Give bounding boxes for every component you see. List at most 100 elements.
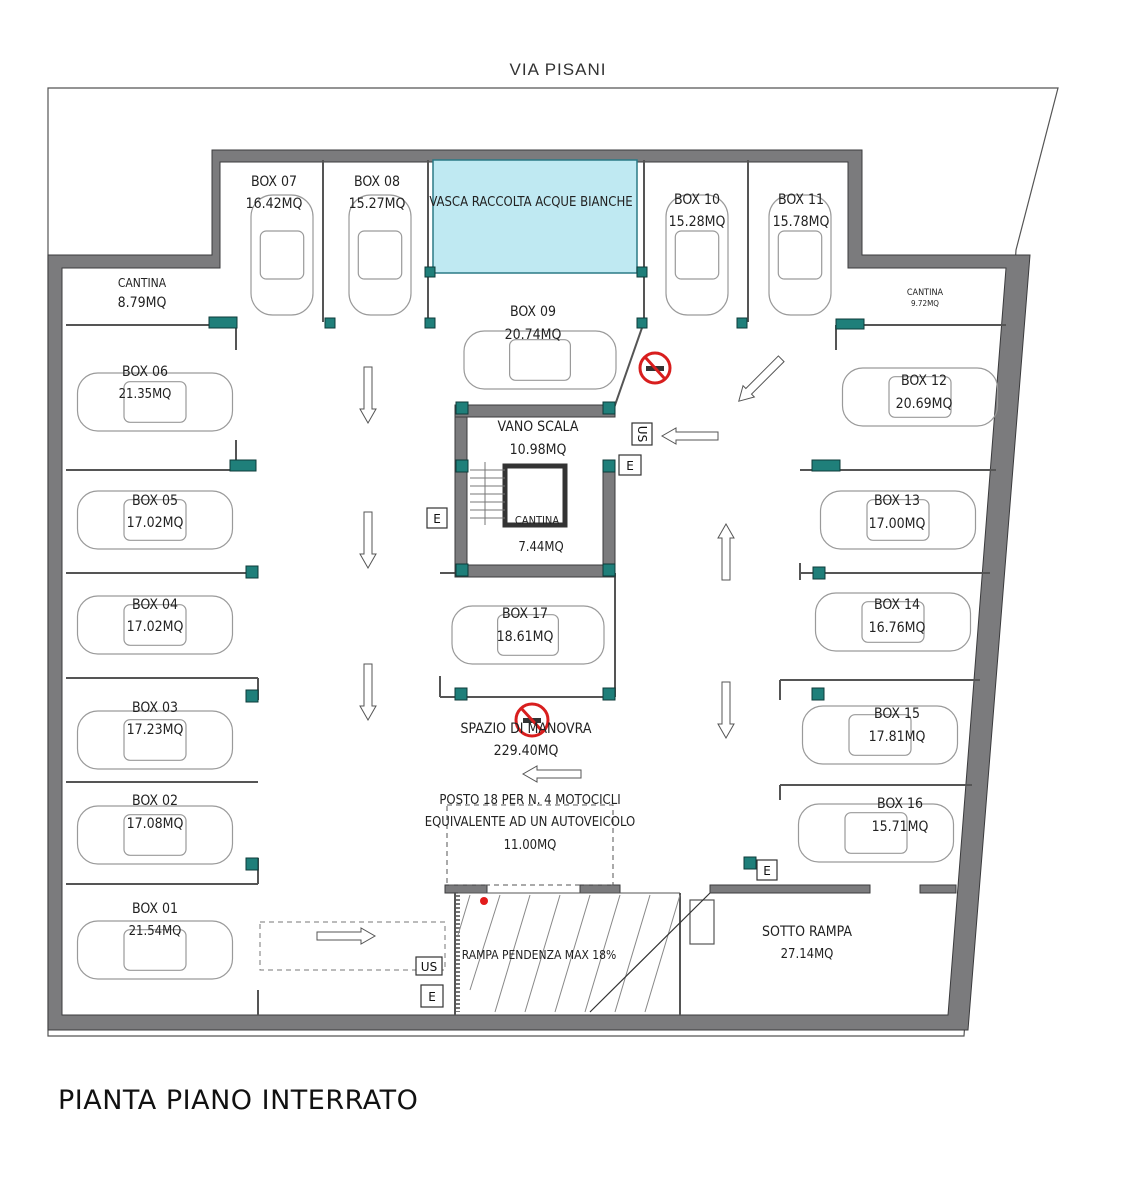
box-07-area: 16.42MQ: [246, 196, 303, 212]
box-08-area: 15.27MQ: [349, 196, 406, 212]
street-name: VIA PISANI: [510, 60, 607, 79]
moto-area: [446, 804, 614, 886]
box-05-area: 17.02MQ: [127, 515, 184, 531]
stairwell-area: 10.98MQ: [510, 442, 567, 458]
box-03-name: BOX 03: [132, 700, 178, 716]
box-12-name: BOX 12: [901, 373, 947, 389]
box-09-name: BOX 09: [510, 304, 556, 320]
box-04-name: BOX 04: [132, 597, 178, 613]
direction-arrow: [359, 511, 377, 570]
box-01-area: 21.54MQ: [129, 924, 182, 939]
car-outline: [250, 194, 314, 316]
water-tank: [432, 159, 638, 274]
exit-symbols: E E E E US US: [415, 422, 778, 1008]
box-04-area: 17.02MQ: [127, 619, 184, 635]
box-17-name: BOX 17: [502, 606, 548, 622]
stairwell-walls: [454, 404, 616, 578]
direction-arrow: [660, 427, 719, 445]
cantina-left-area: 8.79MQ: [118, 295, 167, 311]
direction-arrow: [359, 366, 377, 425]
pillars: [208, 266, 865, 871]
box-02-name: BOX 02: [132, 793, 178, 809]
direction-arrow: [738, 355, 785, 402]
outer-walls: [47, 149, 1031, 1031]
box-14-area: 16.76MQ: [869, 620, 926, 636]
marker-dot: [480, 897, 488, 905]
box-13-area: 17.00MQ: [869, 516, 926, 532]
box-06-area: 21.35MQ: [119, 387, 172, 402]
emergency-exit-label: US: [421, 960, 437, 974]
box-10-name: BOX 10: [674, 192, 720, 208]
car-outline: [841, 367, 999, 427]
car-outline: [76, 490, 234, 550]
exit-label: E: [763, 864, 771, 878]
box-16-area: 15.71MQ: [872, 819, 929, 835]
box-10-area: 15.28MQ: [669, 214, 726, 230]
no-smoking-sign: [638, 351, 672, 385]
direction-arrow: [717, 681, 735, 740]
maneuver-area: 229.40MQ: [494, 743, 559, 759]
stairwell-name: VANO SCALA: [497, 419, 578, 435]
box-16-name: BOX 16: [877, 796, 923, 812]
direction-arrow: [521, 765, 582, 783]
room-labels: BOX 07 16.42MQ BOX 08 15.27MQ BOX 10 15.…: [118, 174, 953, 962]
box-17-area: 18.61MQ: [497, 629, 554, 645]
moto-line-2: EQUIVALENTE AD UN AUTOVEICOLO: [425, 815, 636, 830]
emergency-exit-label: US: [635, 426, 649, 442]
car-outline: [76, 920, 234, 980]
box-05-name: BOX 05: [132, 493, 178, 509]
box-09-area: 20.74MQ: [505, 327, 562, 343]
ramp-label: RAMPA PENDENZA MAX 18%: [462, 948, 617, 962]
car-outline: [819, 490, 977, 550]
maneuver-name: SPAZIO DI MANOVRA: [461, 721, 592, 737]
box-11-name: BOX 11: [778, 192, 824, 208]
plan-title: PIANTA PIANO INTERRATO: [58, 1085, 418, 1116]
box-12-area: 20.69MQ: [896, 396, 953, 412]
car-outline: [463, 330, 617, 390]
car-outline: [451, 605, 605, 665]
cantina-center-name: CANTINA: [515, 514, 559, 527]
ramp-area: [444, 884, 957, 1015]
car-outline: [665, 194, 729, 316]
moto-line-1: POSTO 18 PER N. 4 MOTOCICLI: [439, 793, 620, 808]
box-06-name: BOX 06: [122, 364, 168, 380]
box-01-name: BOX 01: [132, 901, 178, 917]
no-smoking-sign: [514, 702, 550, 738]
partitions: [66, 160, 1006, 1015]
water-tank-label: VASCA RACCOLTA ACQUE BIANCHE: [429, 195, 632, 210]
car-outline: [797, 803, 955, 863]
box-02-area: 17.08MQ: [127, 816, 184, 832]
entrance-area: [259, 921, 446, 971]
box-13-name: BOX 13: [874, 493, 920, 509]
box-08-name: BOX 08: [354, 174, 400, 190]
car-outline: [76, 805, 234, 865]
box-03-area: 17.23MQ: [127, 722, 184, 738]
box-15-name: BOX 15: [874, 706, 920, 722]
box-11-area: 15.78MQ: [773, 214, 830, 230]
cantina-left-name: CANTINA: [118, 276, 167, 290]
direction-arrow: [316, 927, 377, 945]
under-ramp-area: 27.14MQ: [781, 947, 834, 962]
box-15-area: 17.81MQ: [869, 729, 926, 745]
car-outline: [76, 710, 234, 770]
car-outline: [76, 372, 234, 432]
cars: [76, 194, 999, 980]
box-07-name: BOX 07: [251, 174, 297, 190]
direction-arrow: [359, 663, 377, 722]
cantina-right-area: 9.72MQ: [911, 299, 939, 308]
box-14-name: BOX 14: [874, 597, 920, 613]
car-outline: [348, 194, 412, 316]
under-ramp-name: SOTTO RAMPA: [762, 924, 852, 940]
direction-arrows: [316, 355, 785, 945]
car-outline: [768, 194, 832, 316]
exit-label: E: [428, 990, 436, 1004]
cantina-right-name: CANTINA: [907, 288, 944, 298]
direction-arrow: [717, 522, 735, 581]
moto-area-value: 11.00MQ: [504, 838, 557, 853]
cantina-center-area: 7.44MQ: [518, 540, 563, 555]
car-outline: [76, 595, 234, 655]
exit-label: E: [626, 459, 634, 473]
exit-label: E: [433, 512, 441, 526]
car-outline: [801, 705, 959, 765]
